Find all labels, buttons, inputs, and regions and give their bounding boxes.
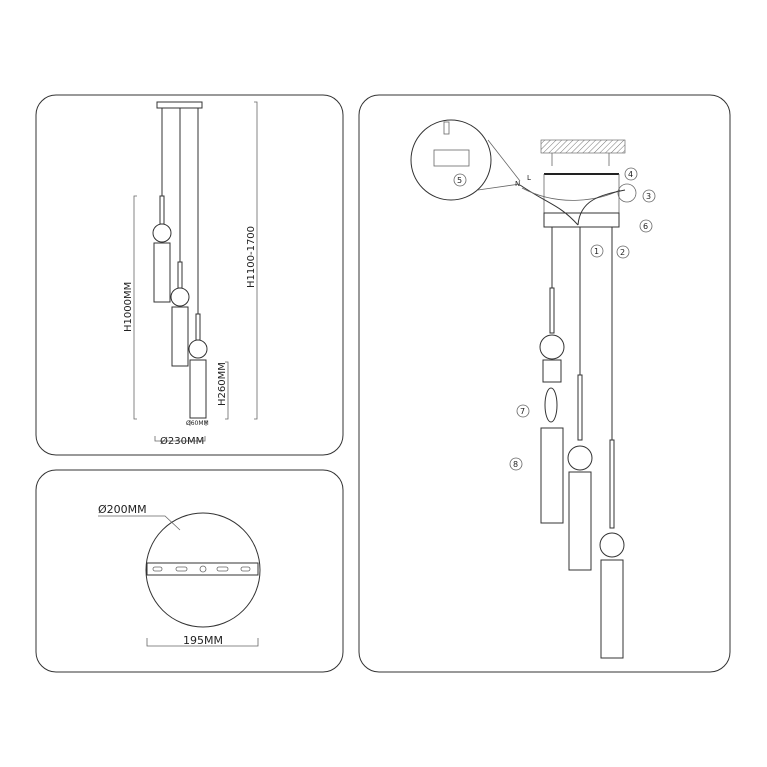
drop-height-label: H1000MM xyxy=(123,282,134,332)
install-panel xyxy=(358,94,731,673)
mount-panel xyxy=(35,469,344,673)
neutral-wire-label: N xyxy=(515,180,520,188)
ceiling-hatch xyxy=(540,139,626,154)
live-wire-label: L xyxy=(527,174,531,182)
plate-diameter-label: Ø200MM xyxy=(98,503,147,516)
step-4: 4 xyxy=(628,170,633,179)
step-6: 6 xyxy=(643,222,648,231)
step-5: 5 xyxy=(457,176,462,185)
pendant-side-view xyxy=(152,101,208,419)
step-2: 2 xyxy=(620,248,625,257)
step-3: 3 xyxy=(646,192,651,201)
dimension-lines xyxy=(133,101,258,442)
canopy-assembly xyxy=(519,153,637,228)
shade-height-label: H260MM xyxy=(217,362,228,406)
total-height-label: H1100-1700 xyxy=(246,226,257,288)
mounting-plate xyxy=(98,512,261,647)
step-7: 7 xyxy=(520,407,525,416)
step-1: 1 xyxy=(594,247,599,256)
canopy-diameter-label: Ø230MM xyxy=(160,435,204,447)
dimensions-panel xyxy=(35,94,344,456)
step-8: 8 xyxy=(513,460,518,469)
zoom-callout xyxy=(410,119,521,201)
step-markers: 1 2 3 4 5 6 7 8 xyxy=(453,167,656,471)
shade-diameter-label: Ø60MM xyxy=(186,420,209,427)
bracket-width-label: 195MM xyxy=(183,634,223,647)
pendants-exploded xyxy=(539,227,625,659)
